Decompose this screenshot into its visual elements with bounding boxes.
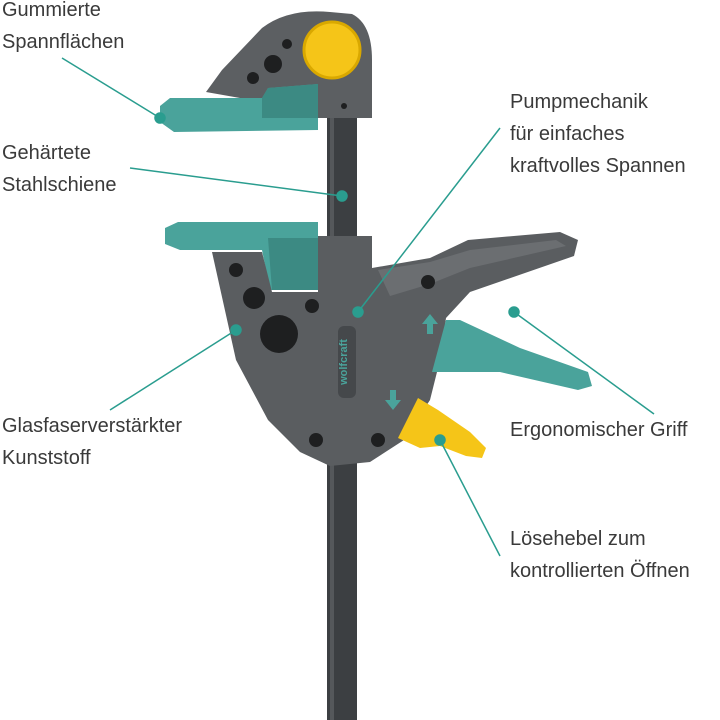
callout-dot-ergo — [508, 306, 520, 318]
lower-jaw-hole-small — [229, 263, 243, 277]
label-loesehebel: Lösehebel zum kontrollierten Öffnen — [510, 523, 690, 587]
screw-icon — [309, 433, 323, 447]
label-ergonomischer-griff: Ergonomischer Griff — [510, 414, 687, 446]
callout-dot-pump — [352, 306, 364, 318]
label-gehaertete-stahlschiene: Gehärtete Stahlschiene — [2, 137, 117, 201]
screw-icon — [305, 299, 319, 313]
label-line: kontrollierten Öffnen — [510, 560, 690, 582]
arrow-down-icon — [385, 390, 401, 410]
label-gummierte-spannflaechen: Gummierte Spannflächen — [2, 0, 124, 58]
label-glasfaser-kunststoff: Glasfaserverstärkter Kunststoff — [2, 410, 182, 474]
lower-jaw-hole-large — [260, 315, 298, 353]
release-lever — [398, 398, 486, 458]
screw-icon — [421, 275, 435, 289]
label-line: für einfaches — [510, 123, 625, 145]
upper-jaw-hole-small — [247, 72, 259, 84]
yellow-button — [302, 20, 362, 80]
label-line: Pumpmechanik — [510, 91, 648, 113]
label-line: Gehärtete — [2, 142, 91, 164]
upper-jaw-pin — [341, 103, 347, 109]
callout-line-ergo — [513, 311, 655, 415]
callout-line-gummierte — [61, 57, 161, 119]
label-line: Ergonomischer Griff — [510, 419, 688, 441]
screw-icon — [371, 433, 385, 447]
upper-rubber-pad-shade — [262, 84, 318, 118]
brand-logo: wolfcraft — [338, 339, 350, 386]
label-line: Glasfaserverstärkter — [2, 415, 183, 437]
lower-jaw-hole-medium — [243, 287, 265, 309]
callout-line-gehaertete — [129, 167, 343, 197]
callout-line-pump — [357, 127, 501, 313]
ergonomic-grip — [432, 320, 592, 390]
label-line: Stahlschiene — [2, 174, 117, 196]
arrow-up-icon — [422, 314, 438, 334]
callout-line-loese — [439, 439, 501, 557]
lower-rubber-pad-shade — [268, 238, 318, 290]
callout-dot-loese — [434, 434, 446, 446]
label-line: Spannflächen — [2, 31, 125, 53]
callout-line-glas — [109, 329, 237, 411]
callout-dot-gehaertete — [336, 190, 348, 202]
callout-dot-glas — [230, 324, 242, 336]
label-line: kraftvolles Spannen — [510, 155, 686, 177]
upper-jaw-hole-large — [264, 55, 282, 73]
label-line: Kunststoff — [2, 447, 91, 469]
brand-logo-plate — [338, 326, 356, 398]
upper-jaw-hole-tiny — [282, 39, 292, 49]
label-line: Lösehebel zum — [510, 528, 646, 550]
callout-dot-gummierte — [154, 112, 166, 124]
lower-jaw-body — [212, 232, 578, 466]
label-line: Gummierte — [2, 0, 101, 21]
label-pumpmechanik: Pumpmechanik für einfaches kraftvolles S… — [510, 86, 686, 182]
